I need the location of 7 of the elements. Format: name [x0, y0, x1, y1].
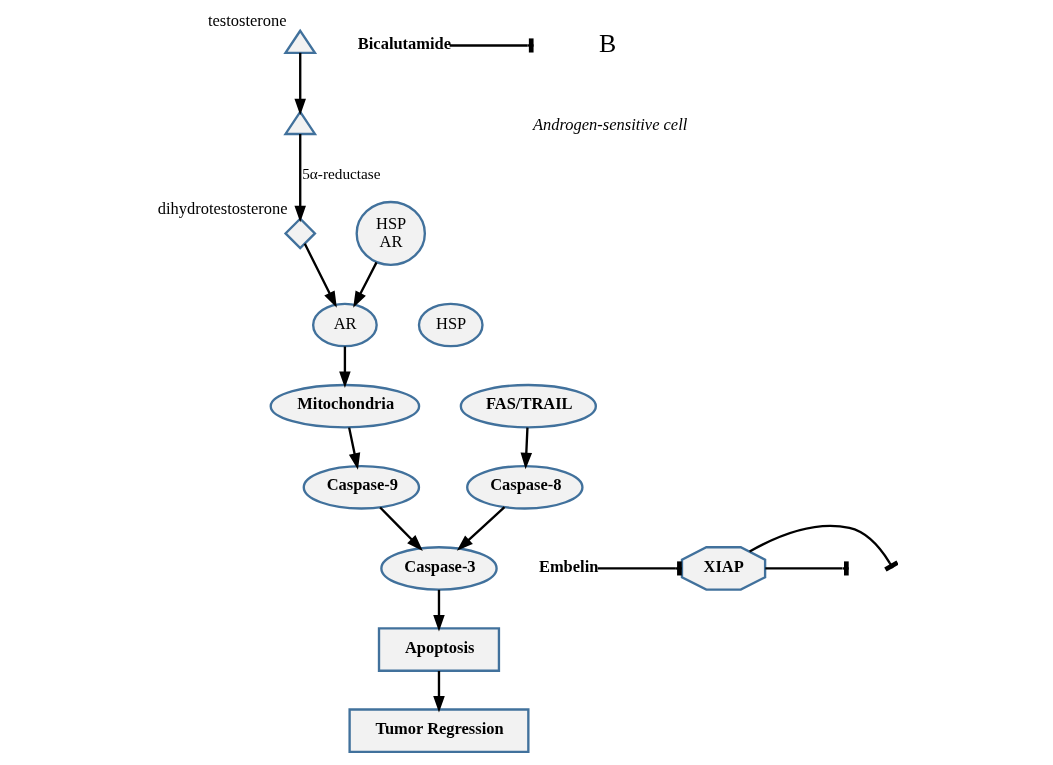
- node-label: testosterone: [208, 11, 287, 31]
- label: Androgen-sensitive cell: [533, 114, 688, 134]
- label: B: [598, 29, 617, 59]
- node-label: dihydrotestosterone: [157, 199, 288, 219]
- node-text: Bicalutamide: [357, 33, 452, 53]
- edge-label: 5α-reductase: [302, 164, 381, 182]
- node-text: Embelin: [538, 556, 599, 576]
